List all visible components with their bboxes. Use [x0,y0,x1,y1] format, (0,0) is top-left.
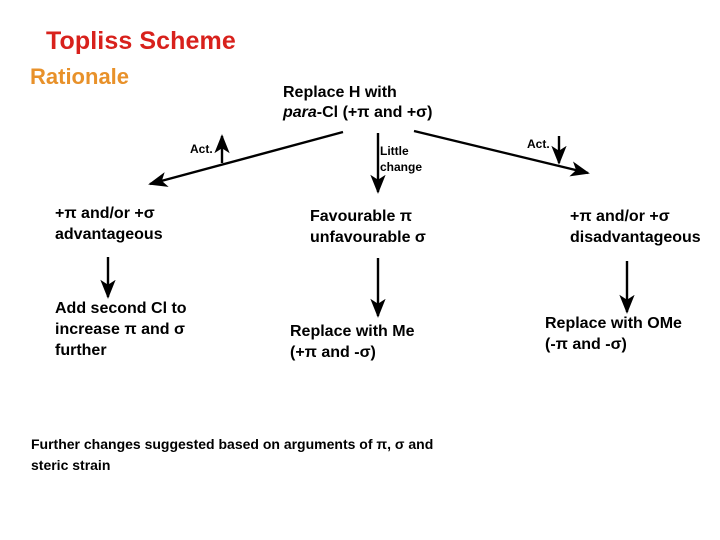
footer-note-line1: Further changes suggested based on argum… [31,436,434,452]
middle-branch-action: Replace with Me (+π and -σ) [290,322,520,364]
page-subtitle: Rationale [30,64,130,89]
left-branch-action: Add second Cl to increase π and σ furthe… [55,299,255,361]
left-branch-heading-line2: advantageous [55,225,163,243]
page-title: Topliss Scheme [46,27,236,55]
left-branch-action-line1: Add second Cl to [55,300,187,317]
little-change-line2: change [380,160,423,175]
right-branch-heading: +π and/or +σ disadvantageous [570,207,720,249]
activity-label-right: Act. [527,137,550,151]
top-instruction-line2: para-Cl (+π and +σ) [283,103,432,123]
middle-branch-heading: Favourable π unfavourable σ [310,207,530,249]
middle-branch-action-line2: (+π and -σ) [290,343,376,361]
footer-note: Further changes suggested based on argum… [31,434,501,476]
top-instruction-block: Replace H with para-Cl (+π and +σ) [283,83,432,123]
branch-right-diagonal [413,129,590,177]
little-change-label: Little change [380,143,422,175]
middle-branch-action-line1: Replace with Me [290,323,415,340]
little-change-line1: Little [380,144,409,158]
right-branch-action: Replace with OMe (-π and -σ) [545,314,720,356]
middle-branch-heading-line2: unfavourable σ [310,228,426,246]
right-branch-heading-line1: +π and/or +σ [570,208,670,225]
left-branch-heading-line1: +π and/or +σ [55,205,155,222]
left-branch-heading: +π and/or +σ advantageous [55,204,245,246]
left-branch-action-line2: increase π and σ [55,320,185,338]
top-instruction-line2-rest: -Cl (+π and +σ) [316,104,433,122]
branch-left-diagonal [148,130,344,187]
top-instruction-line1: Replace H with [283,84,397,101]
right-branch-action-line1: Replace with OMe [545,315,682,332]
left-branch-action-line3: further [55,341,107,359]
footer-note-line2: steric strain [31,457,111,473]
right-branch-action-line2: (-π and -σ) [545,335,627,353]
activity-label-left: Act. [190,142,213,156]
top-instruction-para-italic: para [283,104,317,122]
right-branch-heading-line2: disadvantageous [570,228,701,246]
middle-branch-heading-line1: Favourable π [310,208,413,225]
